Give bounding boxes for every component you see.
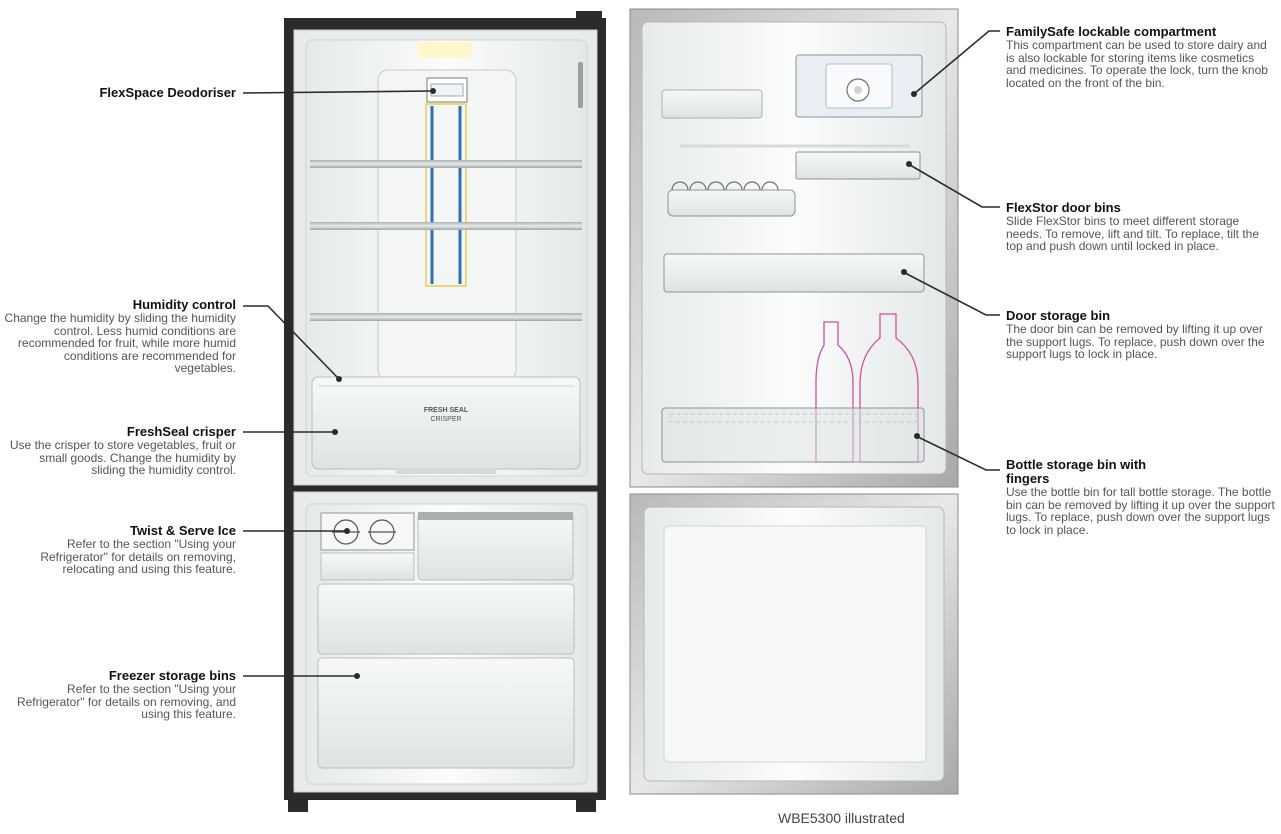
label-doorbin: Door storage bin The door bin can be rem…: [1006, 309, 1274, 361]
label-twist: Twist & Serve Ice Refer to the section "…: [4, 524, 236, 576]
freezer-door-panel: [663, 525, 927, 763]
label-familysafe: FamilySafe lockable compartment This com…: [1006, 25, 1274, 89]
freezer-bin-bottom: [317, 657, 575, 769]
label-flexstor-title: FlexStor door bins: [1006, 200, 1121, 215]
ice-bin-lower: [320, 552, 415, 581]
label-flexspace: FlexSpace Deodoriser: [40, 86, 236, 100]
fridge-door-inner: [641, 21, 947, 475]
leader-flexstor: [909, 164, 1000, 208]
model-caption: WBE5300 illustrated: [778, 810, 905, 826]
shelf-2: [310, 222, 582, 230]
liner-slot-right: [578, 62, 583, 108]
dot-humidity: [336, 376, 342, 382]
label-bottle: Bottle storage bin with fingers Use the …: [1006, 458, 1276, 536]
crisper-print-line2: CRISPER: [430, 416, 461, 423]
crisper-drawer: [311, 376, 581, 470]
bottle-storage-bin: [661, 407, 925, 463]
label-doorbin-desc: The door bin can be removed by lifting i…: [1006, 322, 1265, 361]
freezer-bin-middle: [317, 583, 575, 655]
leader-doorbin: [904, 272, 1000, 316]
label-bottle-desc: Use the bottle bin for tall bottle stora…: [1006, 485, 1275, 537]
label-freshseal-desc: Use the crisper to store vegetables, fru…: [9, 438, 236, 477]
egg-cups: [671, 181, 779, 191]
label-flexstor-desc: Slide FlexStor bins to meet different st…: [1006, 214, 1260, 253]
dairy-shelf-left: [661, 89, 763, 119]
fridge-cabinet: FRESH SEAL CRISPER: [284, 11, 606, 812]
door-storage-bin: [663, 253, 925, 293]
foot-right: [576, 798, 596, 812]
dot-familysafe: [911, 91, 917, 97]
dot-freezer: [354, 673, 360, 679]
leader-bottle: [917, 436, 1000, 471]
leader-humidity: [243, 305, 339, 379]
label-twist-desc: Refer to the section "Using your Refrige…: [40, 537, 236, 576]
label-familysafe-desc: This compartment can be used to store da…: [1006, 38, 1268, 90]
dot-doorbin: [901, 269, 907, 275]
dot-flexstor: [906, 161, 912, 167]
label-familysafe-title: FamilySafe lockable compartment: [1006, 24, 1217, 39]
label-humidity-title: Humidity control: [132, 297, 236, 312]
crisper-handle: [396, 468, 496, 474]
freezer-top-bin-rim: [418, 512, 573, 520]
dot-freshseal: [332, 429, 338, 435]
label-freshseal-title: FreshSeal crisper: [126, 424, 236, 439]
fridge-door: [629, 8, 959, 795]
leader-lines: [242, 30, 1000, 679]
egg-tray: [667, 189, 796, 217]
familysafe-knob-center: [854, 86, 862, 94]
label-twist-title: Twist & Serve Ice: [130, 523, 236, 538]
deodoriser-top-light: [418, 42, 472, 58]
duct-yellow-strip: [425, 103, 467, 287]
dot-twist: [344, 528, 350, 534]
dot-flexspace: [430, 88, 436, 94]
hinge-top: [576, 11, 602, 21]
crisper-print-line1: FRESH SEAL: [424, 407, 469, 414]
bottle-bin-fingers: [669, 413, 917, 423]
label-bottle-title: Bottle storage bin with fingers: [1006, 457, 1147, 486]
label-humidity: Humidity control Change the humidity by …: [4, 298, 236, 375]
flexstor-bin-upper: [795, 151, 921, 180]
freezer-top-bin: [417, 512, 574, 581]
label-doorbin-title: Door storage bin: [1006, 308, 1111, 323]
label-flexspace-title: FlexSpace Deodoriser: [99, 85, 236, 100]
label-freshseal: FreshSeal crisper Use the crisper to sto…: [4, 425, 236, 477]
leader-familysafe: [914, 30, 1000, 94]
label-freezer: Freezer storage bins Refer to the sectio…: [4, 669, 236, 721]
dot-bottle: [914, 433, 920, 439]
label-humidity-desc: Change the humidity by sliding the humid…: [4, 311, 236, 375]
foot-left: [288, 798, 308, 812]
leader-flexspace: [242, 90, 433, 94]
label-freezer-title: Freezer storage bins: [108, 668, 236, 683]
shelf-3: [310, 313, 582, 321]
label-flexstor: FlexStor door bins Slide FlexStor bins t…: [1006, 201, 1274, 253]
label-freezer-desc: Refer to the section "Using your Refrige…: [16, 682, 236, 721]
shelf-1: [310, 160, 582, 168]
